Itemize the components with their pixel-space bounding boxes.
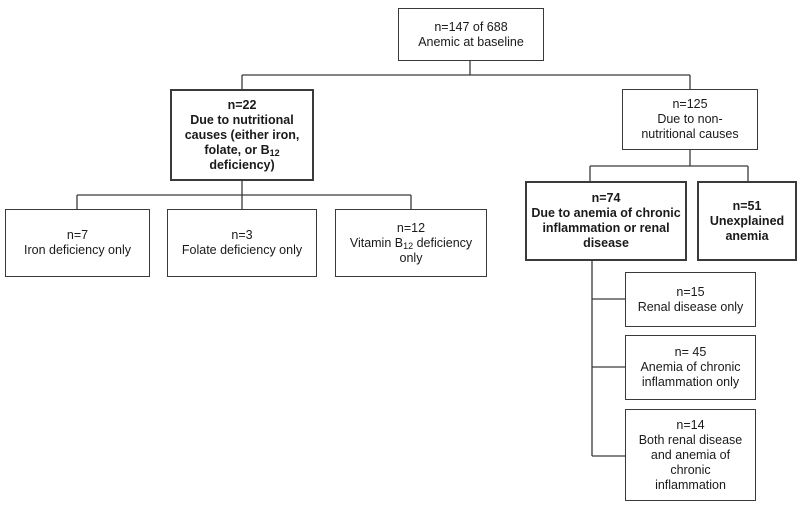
node-label: Both renal disease and anemia of chronic… bbox=[638, 432, 743, 492]
node-label: Folate deficiency only bbox=[181, 243, 303, 257]
node-count: n=15 bbox=[676, 284, 705, 299]
node-unexplained-anemia: n=51 Unexplained anemia bbox=[697, 181, 797, 261]
node-folate-deficiency: n=3 Folate deficiency only bbox=[167, 209, 317, 277]
node-count: n=51 bbox=[732, 198, 762, 213]
node-b12-deficiency: n=12 Vitamin B12 deficiency only bbox=[335, 209, 487, 277]
node-label: Due to anemia of chronic inflammation or… bbox=[531, 206, 681, 250]
node-label: Anemia of chronic inflammation only bbox=[640, 360, 741, 389]
node-renal-disease-only: n=15 Renal disease only bbox=[625, 272, 756, 327]
node-label: Unexplained anemia bbox=[709, 213, 785, 243]
node-count: n=74 bbox=[591, 191, 621, 205]
node-label: Due to non-nutritional causes bbox=[641, 112, 739, 141]
node-label: Anemic at baseline bbox=[418, 34, 524, 49]
node-nutritional-causes: n=22 Due to nutritional causes (either i… bbox=[170, 89, 314, 181]
node-anemic-at-baseline: n=147 of 688 Anemic at baseline bbox=[398, 8, 544, 61]
node-label: Iron deficiency only bbox=[23, 243, 131, 257]
node-count: n=3 bbox=[231, 228, 253, 242]
node-both-renal-and-aci: n=14 Both renal disease and anemia of ch… bbox=[625, 409, 756, 501]
node-label: Vitamin B12 deficiency only bbox=[349, 235, 473, 265]
node-iron-deficiency: n=7 Iron deficiency only bbox=[5, 209, 150, 277]
node-count: n=22 bbox=[227, 97, 257, 112]
node-count: n=125 bbox=[672, 97, 708, 111]
node-aci-only: n= 45 Anemia of chronic inflammation onl… bbox=[625, 335, 756, 400]
node-count: n= 45 bbox=[674, 345, 707, 359]
node-count: n=12 bbox=[396, 220, 426, 235]
node-label: Renal disease only bbox=[637, 299, 744, 314]
node-non-nutritional-causes: n=125 Due to non-nutritional causes bbox=[622, 89, 758, 150]
node-aci-or-renal: n=74 Due to anemia of chronic inflammati… bbox=[525, 181, 687, 261]
node-label: Due to nutritional causes (either iron, … bbox=[184, 112, 300, 172]
node-count: n=7 bbox=[66, 228, 89, 242]
node-count: n=147 of 688 bbox=[434, 19, 508, 34]
node-count: n=14 bbox=[676, 417, 705, 432]
